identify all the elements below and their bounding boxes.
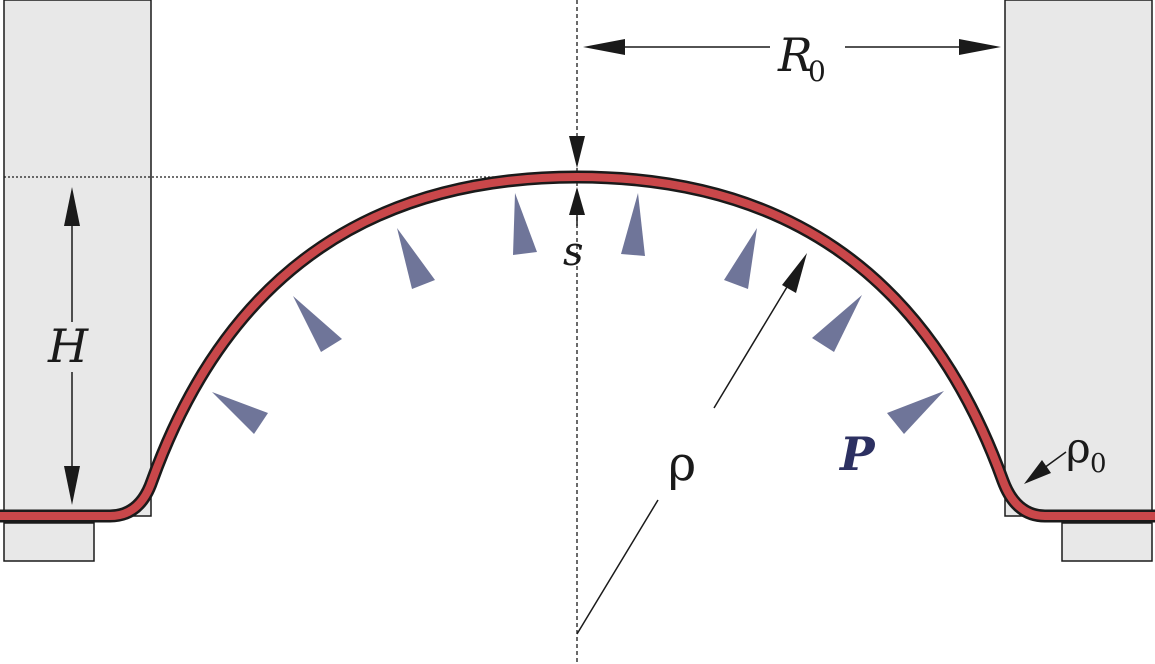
right-die-lower-block <box>1061 522 1153 562</box>
r0-dimension: R 0 <box>583 28 1001 88</box>
pressure-arrow-icon <box>887 391 944 434</box>
left-die-lower-block <box>3 522 95 562</box>
right-die-upper-block <box>1004 0 1153 517</box>
arrowhead-icon <box>1024 460 1051 484</box>
arrowhead-icon <box>64 466 80 505</box>
rho0-corner-radius: ρ 0 <box>1024 423 1107 484</box>
arrowhead-icon <box>569 187 585 215</box>
pressure-arrow-icon <box>621 193 645 256</box>
sheet-dome-fill <box>0 173 1155 520</box>
r0-label-subscript: 0 <box>808 55 826 88</box>
right-die <box>1004 0 1153 562</box>
left-die-upper-block <box>3 0 152 517</box>
h-dimension: H <box>47 187 89 505</box>
rho-label: ρ <box>668 436 696 492</box>
pressure-arrow-icon <box>293 296 342 352</box>
rho-radius-line-upper <box>713 281 791 409</box>
pressure-arrow-icon <box>513 193 537 255</box>
pressure-arrows <box>212 193 944 434</box>
rho-radius-line-lower <box>576 499 659 635</box>
sheet <box>0 170 1155 523</box>
arrowhead-icon <box>959 39 1001 55</box>
pressure-arrow-icon <box>812 295 862 352</box>
arrowhead-icon <box>583 39 625 55</box>
pressure-label: P <box>838 427 876 481</box>
arrowhead-icon <box>782 253 807 293</box>
s-label: s <box>563 229 584 275</box>
arrowhead-icon <box>569 136 585 168</box>
rho0-leader-line <box>1043 451 1067 469</box>
left-die <box>3 0 152 562</box>
rho0-label: ρ <box>1066 423 1091 472</box>
r0-label: R <box>777 28 813 82</box>
s-thickness-indicator: s <box>563 136 585 275</box>
pressure-arrow-icon <box>724 228 757 289</box>
rho0-label-subscript: 0 <box>1090 449 1107 479</box>
pressure-arrow-icon <box>397 228 435 289</box>
h-label: H <box>47 319 89 373</box>
rho-radius: ρ <box>576 253 807 635</box>
arrowhead-icon <box>64 187 80 226</box>
pressure-arrow-icon <box>212 392 268 434</box>
